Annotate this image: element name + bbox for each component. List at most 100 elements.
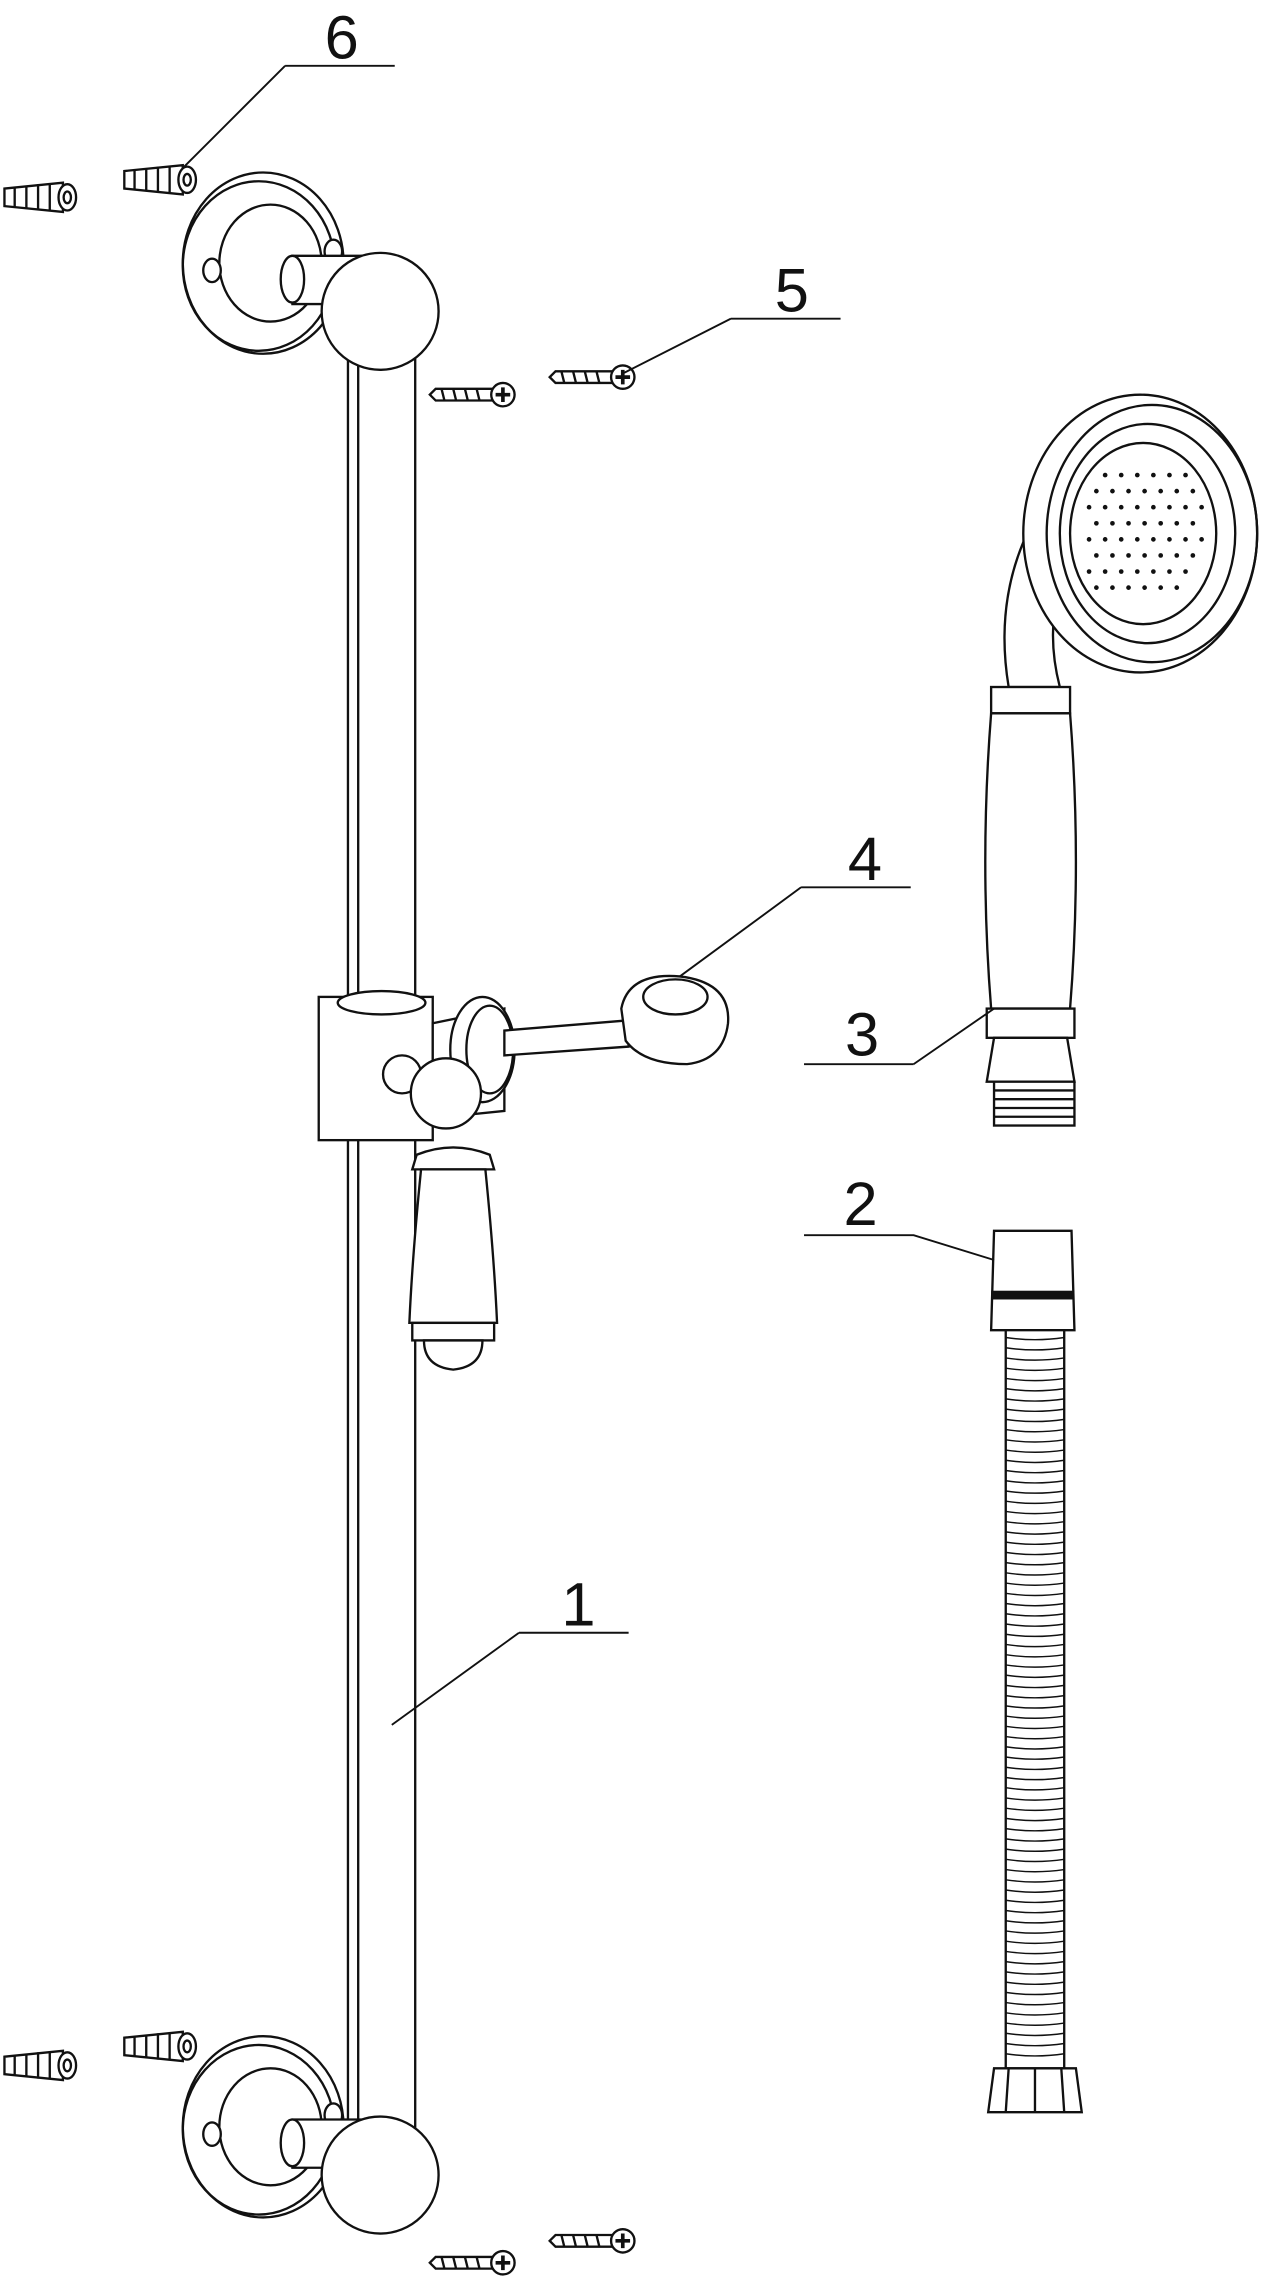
nozzle	[1094, 520, 1099, 526]
callout-label: 1	[561, 1570, 595, 1639]
hose-ring	[1005, 1561, 1065, 1566]
nozzle	[1094, 488, 1099, 494]
nozzle	[1158, 520, 1164, 526]
nozzle	[1142, 488, 1147, 494]
nozzle	[1190, 488, 1196, 494]
nozzle	[1126, 520, 1131, 526]
hose-ring	[1005, 1817, 1065, 1822]
nozzle	[1167, 472, 1172, 478]
top-wall-bracket	[181, 171, 440, 371]
nozzle	[1126, 585, 1131, 590]
nozzle	[1110, 553, 1115, 558]
hose-ring	[1005, 1735, 1065, 1740]
hand-shower	[984, 393, 1259, 1127]
hose-ring	[1005, 1439, 1065, 1443]
nozzle	[1102, 537, 1108, 542]
hose-ring	[1005, 1582, 1065, 1586]
nozzle	[1142, 585, 1147, 590]
bottom-wall-bracket	[181, 2035, 440, 2235]
hose-ring	[1005, 2022, 1065, 2026]
hose-ring	[1005, 1357, 1065, 1361]
hose-ring	[1005, 1428, 1065, 1433]
hose-ring	[1005, 1613, 1065, 1617]
nozzle	[1151, 537, 1156, 542]
hose-ring	[1005, 1500, 1065, 1505]
callout-1: 1	[391, 1570, 629, 1726]
hose-ring	[1005, 1838, 1065, 1842]
hose-ring	[1005, 1367, 1065, 1372]
nozzle	[1199, 504, 1204, 510]
hose-ring	[1005, 1398, 1065, 1402]
hose-ring	[1005, 2042, 1065, 2047]
callout-label: 4	[848, 825, 882, 894]
shower-hose	[986, 1229, 1084, 2114]
hose-ring	[1005, 1623, 1065, 1627]
hose-ring	[1005, 1520, 1065, 1525]
hose-ring	[1005, 1786, 1065, 1791]
hose-ring	[1005, 1684, 1065, 1689]
hose-ring	[1005, 1346, 1065, 1351]
nozzle	[1110, 585, 1115, 590]
wall-plugs	[3, 164, 198, 2082]
nozzle	[1110, 488, 1115, 494]
hose-ring	[1005, 1971, 1065, 1975]
hose-ring	[1005, 1940, 1065, 1945]
hose-ring	[1005, 1643, 1065, 1648]
nozzle	[1199, 537, 1204, 542]
hose-ring	[1005, 1827, 1065, 1832]
hose-ring	[1005, 1930, 1065, 1934]
hose-ring	[1005, 1879, 1065, 1883]
nozzle	[1167, 504, 1172, 510]
hose-ring	[1005, 2053, 1065, 2057]
nozzle	[1158, 585, 1164, 590]
callout-3: 3	[804, 1000, 995, 1069]
hose-ring	[1005, 1776, 1065, 1781]
hose-ring	[1005, 1551, 1065, 1556]
nozzle	[1167, 537, 1172, 542]
nozzle	[1183, 472, 1188, 478]
nozzle	[1118, 569, 1124, 574]
hose-ring	[1005, 1531, 1065, 1535]
nozzle	[1102, 569, 1108, 574]
nozzle	[1151, 472, 1156, 478]
nozzle	[1183, 569, 1188, 574]
slide-rail	[346, 327, 417, 2143]
hose-ring	[1005, 1899, 1065, 1904]
nozzle	[1086, 537, 1092, 542]
callout-label: 6	[325, 3, 359, 72]
nozzle	[1174, 520, 1180, 526]
callout-2: 2	[804, 1170, 995, 1261]
hose-ring	[1005, 1602, 1065, 1607]
nozzle	[1086, 504, 1092, 510]
nozzle	[1102, 472, 1108, 478]
nozzle	[1183, 504, 1188, 510]
nozzle	[1110, 520, 1115, 526]
nozzle	[1174, 553, 1180, 558]
nozzle	[1190, 520, 1196, 526]
hose-ring	[1005, 1919, 1065, 1924]
callout-6: 6	[182, 3, 395, 169]
hose-ring	[1005, 2001, 1065, 2006]
hose-ring	[1005, 1909, 1065, 1914]
hose-ring	[1005, 1950, 1065, 1955]
nozzle	[1142, 553, 1147, 558]
hose-ring	[1005, 1541, 1065, 1546]
nozzle	[1158, 488, 1164, 494]
nozzle	[1126, 488, 1131, 494]
hose-ring	[1005, 1459, 1065, 1464]
nozzle	[1094, 553, 1099, 558]
hose-ring	[1005, 1797, 1065, 1801]
hose-ring	[1005, 1746, 1065, 1750]
nozzle	[1126, 553, 1131, 558]
hose-ring	[1005, 1449, 1065, 1453]
callout-label: 3	[845, 1000, 879, 1069]
hose-ring	[1005, 1469, 1065, 1474]
hose-ring	[1005, 1705, 1065, 1709]
nozzle	[1118, 537, 1124, 542]
nozzle	[1094, 585, 1099, 590]
nozzle	[1102, 504, 1108, 510]
hose-ring	[1005, 1336, 1065, 1341]
hose-ring	[1005, 1510, 1065, 1515]
nozzle	[1151, 569, 1156, 574]
hose-ring	[1005, 1387, 1065, 1392]
